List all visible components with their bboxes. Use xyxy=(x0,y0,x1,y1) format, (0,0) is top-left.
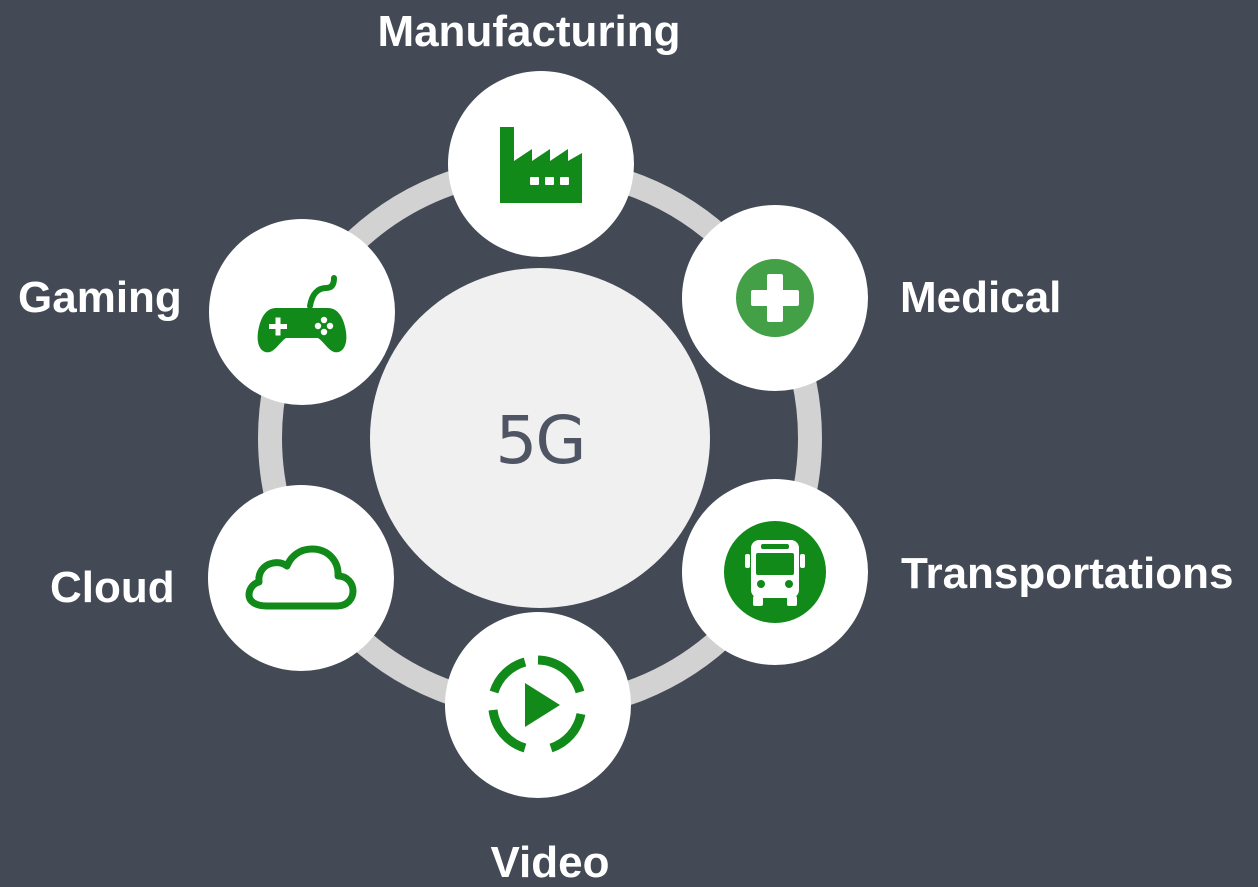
label-transportations: Transportations xyxy=(901,549,1234,598)
gamepad-icon xyxy=(254,266,350,358)
play-icon xyxy=(485,652,591,758)
node-manufacturing xyxy=(448,71,634,257)
node-transportations xyxy=(682,479,868,665)
label-manufacturing: Manufacturing xyxy=(377,7,681,56)
center-label: 5G xyxy=(495,401,586,479)
label-medical: Medical xyxy=(900,273,1062,322)
medical-cross-icon xyxy=(735,258,815,338)
label-gaming: Gaming xyxy=(18,273,182,322)
label-cloud: Cloud xyxy=(50,563,175,612)
node-gaming xyxy=(209,219,395,405)
factory-icon xyxy=(498,123,584,205)
node-medical xyxy=(682,205,868,391)
cloud-icon xyxy=(245,542,357,614)
node-cloud xyxy=(208,485,394,671)
center-circle xyxy=(370,268,710,608)
node-video xyxy=(445,612,631,798)
label-video: Video xyxy=(490,838,610,887)
bus-icon xyxy=(723,520,827,624)
